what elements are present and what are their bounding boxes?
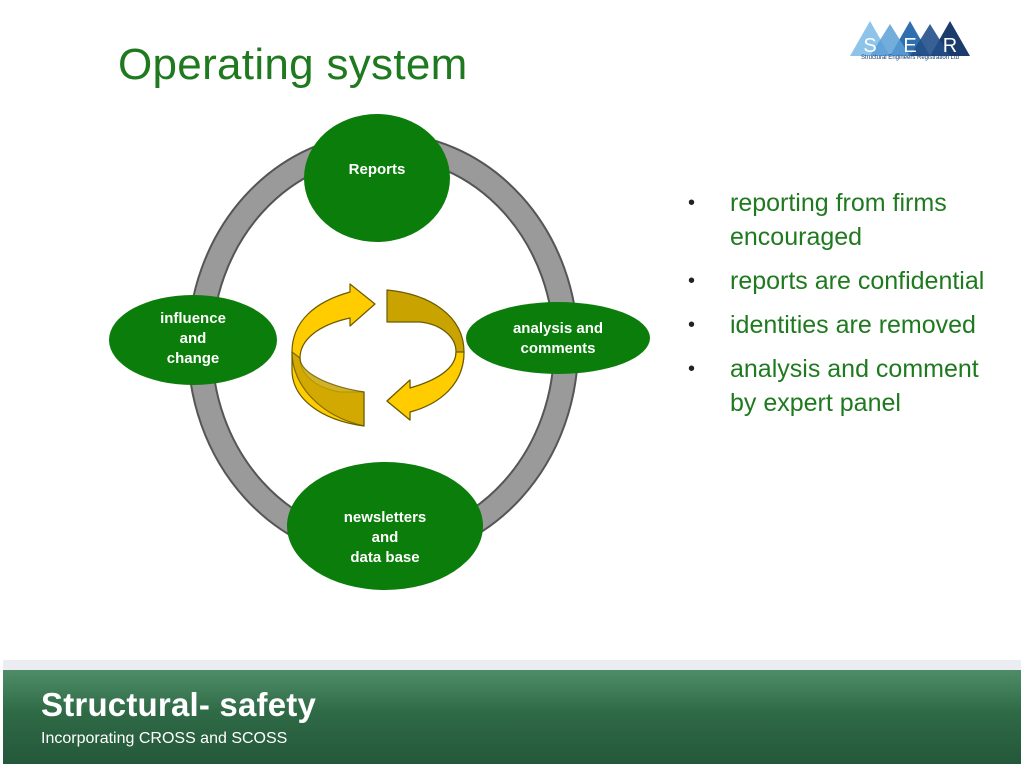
bullet-dot-icon: •: [688, 270, 696, 292]
node-reports: [304, 114, 450, 242]
logo-letter-e: E: [903, 35, 916, 57]
ser-logo: S E R Structural Engineers Registration …: [848, 18, 972, 68]
arrow-upper-left-shade: [291, 351, 365, 427]
bullet-dot-icon: •: [688, 314, 696, 336]
ser-logo-icon: S E R: [850, 21, 970, 57]
bullet-text: identities are removed: [730, 311, 976, 339]
bullet-item: • analysis and comment by expert panel: [688, 352, 988, 420]
logo-letter-s: S: [863, 35, 876, 57]
node-influence: [109, 295, 277, 385]
footer-divider: [3, 660, 1021, 670]
bullet-text: reporting from firms encouraged: [730, 189, 947, 251]
bullet-item: • reports are confidential: [688, 264, 988, 298]
node-newsletters: [287, 462, 483, 590]
arrow-right-highlight: [386, 351, 465, 421]
footer-banner: Structural- safety Incorporating CROSS a…: [3, 670, 1021, 764]
bullet-text: analysis and comment by expert panel: [730, 355, 979, 417]
bullet-text: reports are confidential: [730, 267, 985, 295]
bullet-dot-icon: •: [688, 358, 696, 380]
bullet-item: • reporting from firms encouraged: [688, 186, 988, 254]
node-newsletters-label: newsletters and data base: [343, 509, 427, 566]
footer-title: Structural- safety: [41, 686, 317, 723]
page-title: Operating system: [118, 40, 468, 89]
logo-letter-r: R: [943, 35, 957, 57]
footer-subtitle: Incorporating CROSS and SCOSS: [41, 730, 288, 747]
bullet-list: • reporting from firms encouraged • report…: [688, 186, 988, 430]
node-analysis: [466, 302, 650, 374]
bullet-item: • identities are removed: [688, 308, 988, 342]
node-analysis-label: analysis and comments: [512, 320, 604, 357]
cycle-arrows-icon: [291, 283, 465, 427]
node-influence-label: influence and change: [160, 310, 226, 367]
node-reports-label: Reports: [348, 161, 406, 178]
logo-caption: Structural Engineers Registration Ltd: [860, 55, 960, 61]
bullet-dot-icon: •: [688, 192, 696, 214]
